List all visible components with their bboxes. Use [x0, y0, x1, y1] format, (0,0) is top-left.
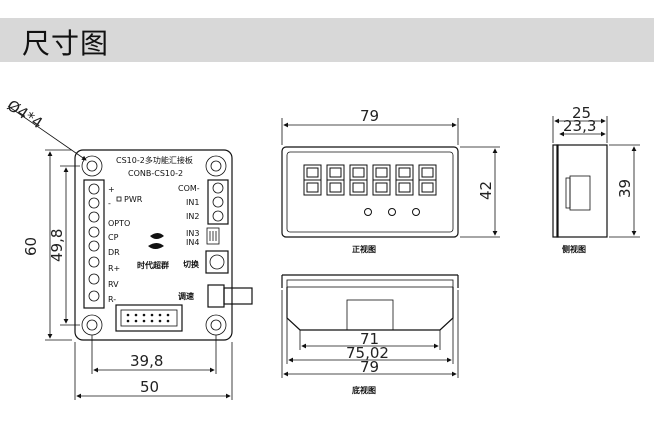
- front-view: 79 42 正视图: [281, 107, 500, 254]
- header-pins: [126, 313, 170, 323]
- hole-leader: [7, 105, 87, 161]
- dim-50: 50: [140, 378, 159, 396]
- dim-bottom-79: 79: [360, 358, 379, 376]
- board-model: CONB-CS10-2: [128, 169, 183, 178]
- board-outline: [74, 149, 233, 341]
- indicator-dot: [412, 208, 420, 216]
- dim-bottom-7502: 75,02: [346, 344, 389, 362]
- pin-in2: IN2: [186, 212, 199, 221]
- bottom-view: 71 75,02 79 底视图: [281, 274, 459, 395]
- mounting-hole-tl: [81, 155, 103, 177]
- pin-in1: IN1: [186, 198, 199, 207]
- pin-minus: -: [108, 199, 111, 208]
- pwr-label: PWR: [124, 195, 143, 204]
- dim-side-233: 23,3: [563, 117, 596, 135]
- indicator-dots: [364, 208, 420, 216]
- left-terminal-block: [83, 179, 105, 309]
- pin-rplus: R+: [108, 264, 120, 273]
- bottom-connector: [346, 299, 394, 331]
- pwr-led: [116, 196, 122, 202]
- dim-498: 49,8: [48, 229, 66, 262]
- adjust-label: 调速: [178, 291, 194, 301]
- brand-logo-icon: [148, 233, 164, 249]
- dim-front-42: 42: [477, 181, 495, 200]
- dim-side-39: 39: [616, 179, 634, 198]
- pin-rminus: R-: [108, 295, 116, 304]
- pin-plus: +: [108, 185, 115, 194]
- side-view-label: 侧视图: [562, 244, 586, 254]
- hole-dimension: Ø4*4: [4, 96, 46, 132]
- left-terminal-screws: [88, 183, 100, 302]
- mounting-hole-bl: [81, 314, 103, 336]
- speed-knob-shaft: [223, 287, 253, 305]
- display-digit: [395, 164, 414, 196]
- pin-opto: OPTO: [108, 219, 130, 228]
- board-view: CS10-2多功能汇接板 CONB-CS10-2 + - OPTO CP DR …: [4, 96, 253, 400]
- switch-label: 切换: [183, 259, 200, 269]
- speed-knob-body: [207, 284, 225, 308]
- front-bezel: [281, 146, 459, 238]
- side-flange: [552, 144, 559, 238]
- dim-60: 60: [22, 237, 40, 256]
- switch-button: [205, 250, 229, 274]
- pin-rv: RV: [108, 280, 119, 289]
- pin-com: COM-: [178, 184, 200, 193]
- display-digit: [326, 164, 345, 196]
- display-digit: [349, 164, 368, 196]
- dim-bottom-71: 71: [360, 330, 379, 348]
- brand-name: 时代超群: [137, 260, 169, 270]
- dip-switch: [206, 227, 220, 245]
- dim-side-25: 25: [572, 104, 591, 122]
- mounting-hole-tr: [205, 155, 227, 177]
- seven-segment-display: [303, 164, 437, 196]
- page-title: 尺寸图: [22, 27, 110, 60]
- bottom-view-label: 底视图: [351, 385, 376, 395]
- pin-in3: IN3: [186, 229, 199, 238]
- side-connector: [569, 175, 591, 211]
- dim-398: 39,8: [130, 352, 163, 370]
- indicator-dot: [388, 208, 396, 216]
- board-title: CS10-2多功能汇接板: [116, 155, 193, 165]
- bottom-body: [286, 287, 454, 331]
- display-digit: [372, 164, 391, 196]
- front-view-label: 正视图: [352, 244, 376, 254]
- indicator-dot: [364, 208, 372, 216]
- display-digit: [303, 164, 322, 196]
- title-banner: 尺寸图: [0, 18, 654, 62]
- right-terminal-block: [207, 179, 229, 225]
- header-connector: [115, 304, 183, 332]
- side-view: 25 23,3 39 侧视图: [552, 104, 640, 254]
- pin-in4: IN4: [186, 238, 199, 247]
- side-body: [556, 144, 608, 238]
- dim-front-79: 79: [360, 107, 379, 125]
- pin-dr: DR: [108, 248, 120, 257]
- right-terminal-screws: [212, 182, 224, 222]
- display-digit: [418, 164, 437, 196]
- mounting-hole-br: [205, 314, 227, 336]
- pin-cp: CP: [108, 233, 119, 242]
